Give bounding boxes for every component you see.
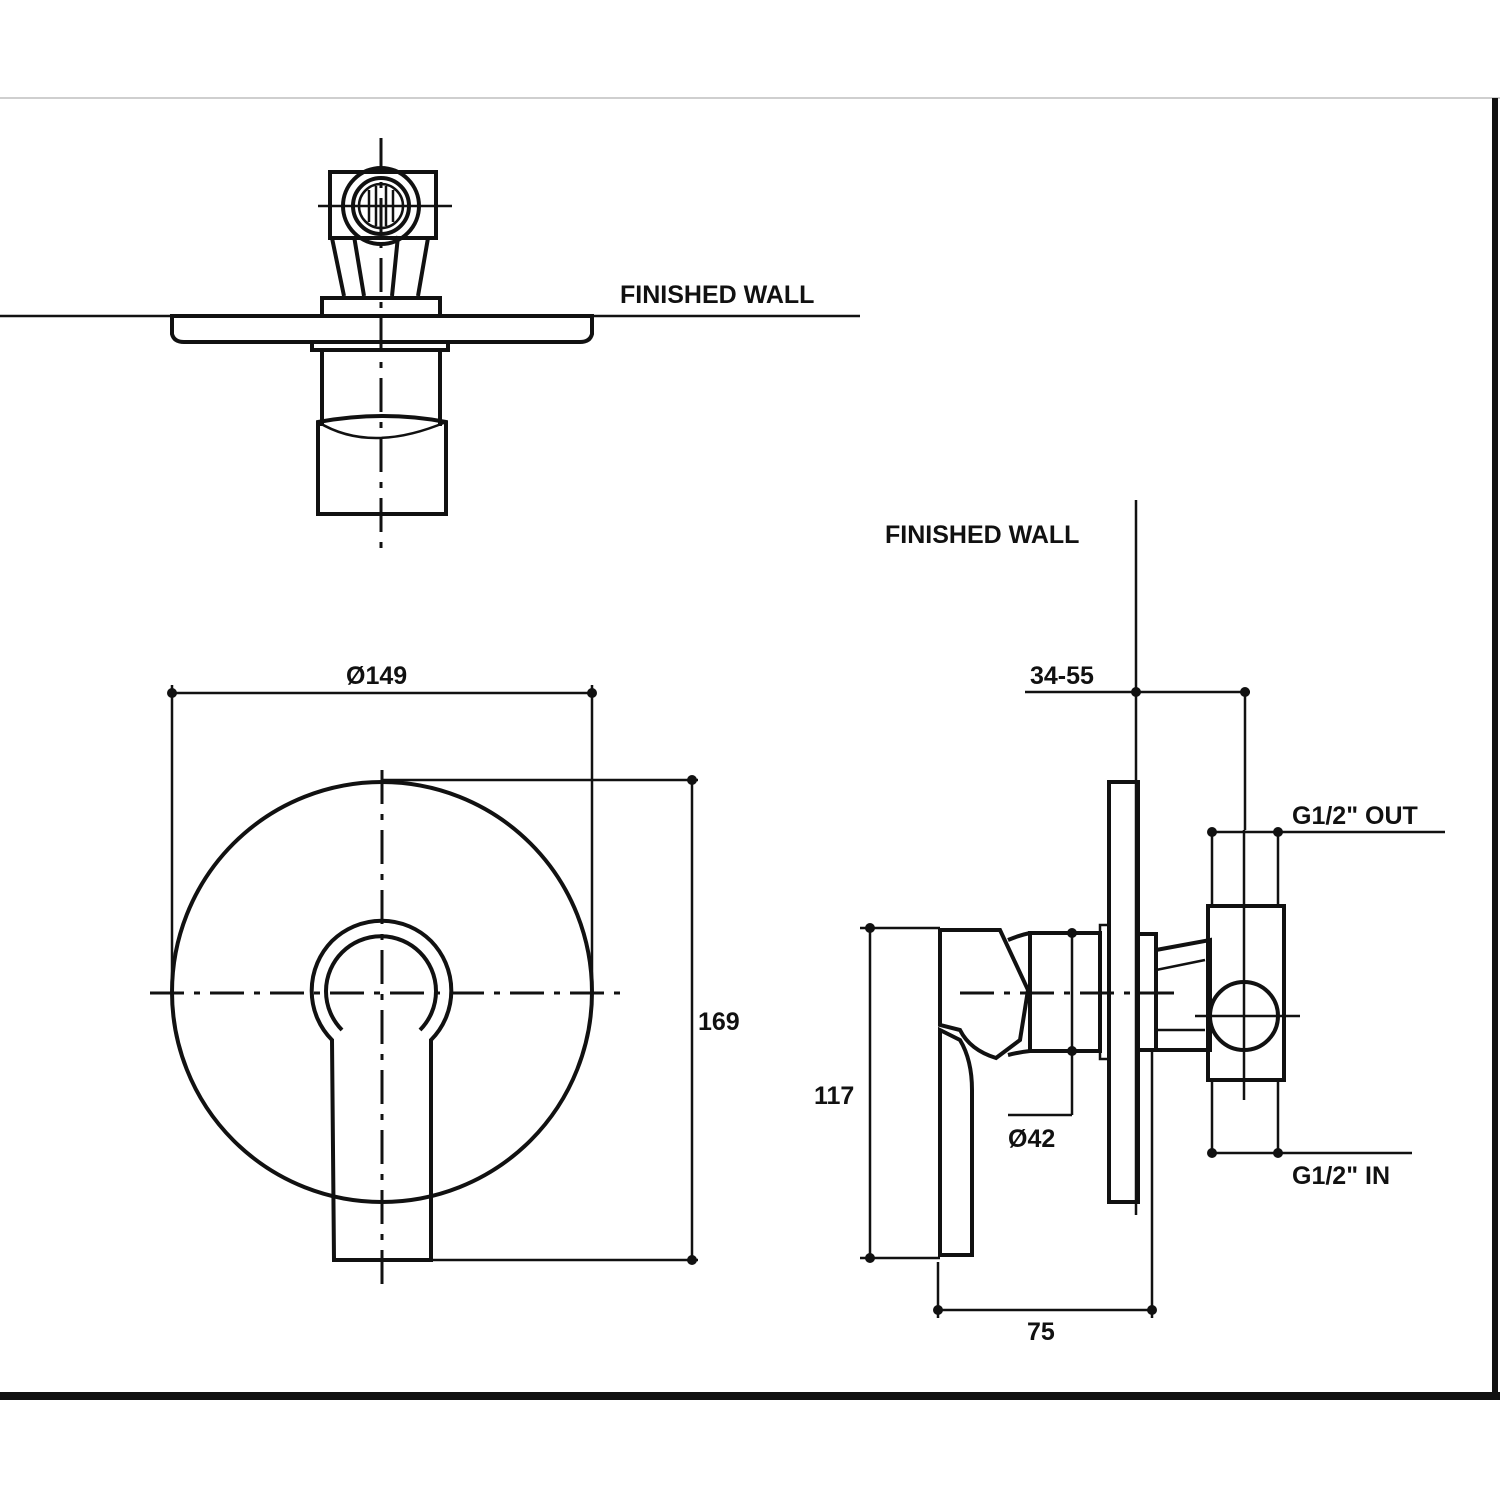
- dimension-sleeve-diameter: Ø42: [1008, 928, 1077, 1153]
- svg-text:Ø149: Ø149: [346, 662, 407, 690]
- valve-body-top: [318, 166, 452, 297]
- dimension-inlet: G1/2" IN: [1207, 1080, 1412, 1190]
- svg-text:169: 169: [698, 1008, 740, 1036]
- finished-wall-label-side: FINISHED WALL: [885, 521, 1079, 549]
- svg-text:Ø42: Ø42: [1008, 1125, 1055, 1153]
- svg-text:G1/2" IN: G1/2" IN: [1292, 1162, 1390, 1190]
- dimension-body-height: 117: [814, 923, 940, 1263]
- svg-text:75: 75: [1027, 1318, 1055, 1346]
- page-frame: [0, 97, 1500, 1400]
- dimension-overall-height: 169: [382, 775, 740, 1265]
- dimension-outlet: G1/2" OUT: [1207, 802, 1445, 906]
- front-view: Ø149 169: [150, 662, 740, 1290]
- svg-text:34-55: 34-55: [1030, 662, 1094, 690]
- finished-wall-label-top: FINISHED WALL: [620, 281, 814, 309]
- lever-side-profile: [938, 928, 1031, 1061]
- dimension-wall-depth: 34-55: [1025, 662, 1250, 830]
- side-view: FINISHED WALL: [814, 500, 1445, 1346]
- handle-top: [316, 350, 448, 516]
- svg-text:G1/2" OUT: G1/2" OUT: [1292, 802, 1418, 830]
- top-view: FINISHED WALL: [0, 138, 860, 548]
- lever-arm-side: [938, 1026, 974, 1257]
- svg-text:117: 117: [814, 1082, 854, 1110]
- lever-handle: [309, 918, 454, 1262]
- dimension-plate-diameter: Ø149: [167, 662, 597, 992]
- valve-body-side: [1154, 830, 1300, 1100]
- dimension-projection: 75: [933, 1050, 1157, 1346]
